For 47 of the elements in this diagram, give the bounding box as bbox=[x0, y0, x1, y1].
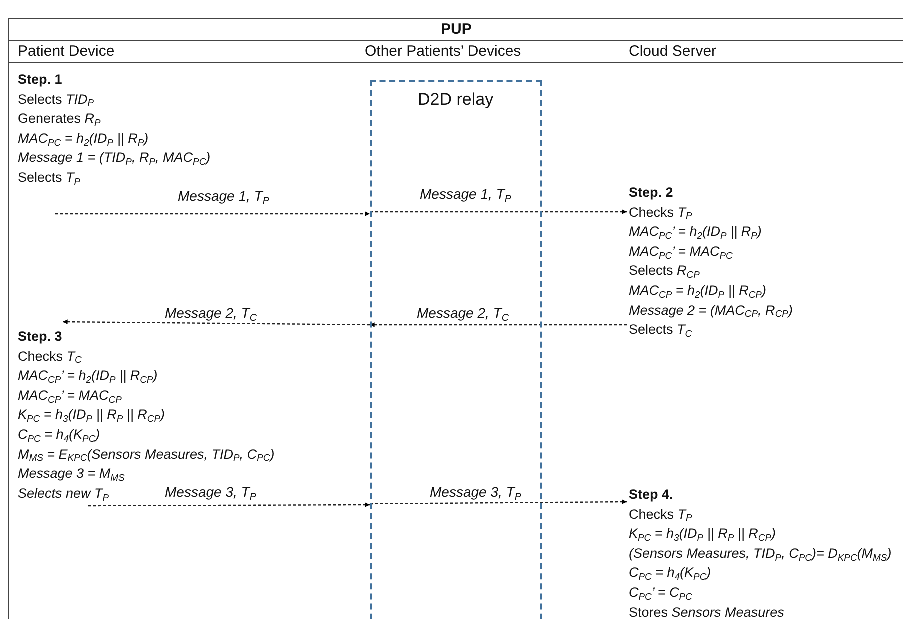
step-line: (Sensors Measures, TID$_{P}$, C$_{PC}$)= D$_{KPC}$(M$_{MS}$) bbox=[629, 544, 892, 564]
step-line: Message 2 = (MAC$_{CP}$, R$_{CP}$) bbox=[629, 302, 793, 320]
step-line: Selects R$_{CP}$ bbox=[629, 262, 700, 281]
arrow bbox=[370, 322, 627, 328]
arrow bbox=[63, 320, 370, 326]
step-line: Message 3 = M$_{MS}$ bbox=[18, 465, 125, 484]
step-heading: Step. 2 bbox=[629, 184, 674, 202]
column-header: Other Patients’ Devices bbox=[365, 43, 522, 60]
step-line: MAC$_{PC}$’ = h$_{2}$(ID$_{P}$ || R$_{P}$) bbox=[629, 223, 762, 242]
step-line: MAC$_{CP}$ = h$_{2}$(ID$_{P}$ || R$_{CP}$) bbox=[629, 282, 766, 301]
step-line: Checks T$_{C}$ bbox=[18, 348, 82, 366]
step-line: Selects TID$_{P}$ bbox=[18, 90, 94, 110]
arrow bbox=[370, 210, 627, 214]
step-line: K$_{PC}$ = h$_{3}$(ID$_{P}$ || R$_{P}$ || R$_{CP}$) bbox=[18, 406, 166, 425]
step-line: C$_{PC}$ = h$_{4}$(K$_{PC}$) bbox=[629, 564, 712, 583]
step-line: Selects T$_{P}$ bbox=[18, 168, 81, 188]
step-heading: Step. 3 bbox=[18, 328, 62, 346]
relay-label: D2D relay bbox=[418, 90, 494, 110]
edge-label: Message 2, T$_{C}$ bbox=[415, 305, 511, 322]
step-heading: Step. 1 bbox=[18, 71, 62, 89]
step-line: Checks T$_{P}$ bbox=[629, 204, 692, 222]
step-line: C$_{PC}$’ = C$_{PC}$ bbox=[629, 584, 692, 603]
edge-label: Message 1, T$_{P}$ bbox=[418, 186, 514, 203]
step-line: MAC$_{PC}$’ = MAC$_{PC}$ bbox=[629, 242, 733, 262]
step-line: Selects new T$_{P}$ bbox=[18, 484, 110, 504]
arrow bbox=[55, 212, 370, 216]
edge-label: Message 1, T$_{P}$ bbox=[176, 188, 272, 205]
step-line: M$_{MS}$ = E$_{KPC}$(Sensors Measures, TID$_{P}$, C$_{PC}$) bbox=[18, 446, 275, 464]
column-header: Cloud Server bbox=[629, 43, 717, 60]
step-line: MAC$_{PC}$ = h$_{2}$(ID$_{P}$ || R$_{P}$) bbox=[18, 130, 149, 148]
edge-label: Message 2, T$_{C}$ bbox=[163, 305, 259, 322]
edge-label: Message 3, T$_{P}$ bbox=[428, 484, 524, 501]
step-heading: Step 4. bbox=[629, 486, 674, 504]
arrow bbox=[88, 502, 370, 508]
step-line: MAC$_{CP}$’ = MAC$_{CP}$ bbox=[18, 386, 122, 406]
edge-label: Message 3, T$_{P}$ bbox=[163, 484, 258, 501]
step-line: K$_{PC}$ = h$_{3}$(ID$_{P}$ || R$_{P}$ || R$_{CP}$) bbox=[629, 525, 776, 544]
step-line: Generates R$_{P}$ bbox=[18, 110, 101, 129]
step-line: Checks T$_{P}$ bbox=[629, 506, 692, 524]
step-line: Message 1 = (TID$_{P}$, R$_{P}$, MAC$_{PC}$) bbox=[18, 149, 211, 168]
step-line: C$_{PC}$ = h$_{4}$(K$_{PC}$) bbox=[18, 426, 100, 445]
step-line: Stores Sensors Measures bbox=[629, 604, 784, 619]
step-line: Selects T$_{C}$ bbox=[629, 321, 692, 340]
arrow bbox=[370, 500, 627, 505]
step-line: MAC$_{CP}$’ = h$_{2}$(ID$_{P}$ || R$_{CP}$) bbox=[18, 367, 158, 386]
table-title: PUP bbox=[441, 21, 472, 38]
column-header: Patient Device bbox=[18, 43, 115, 60]
